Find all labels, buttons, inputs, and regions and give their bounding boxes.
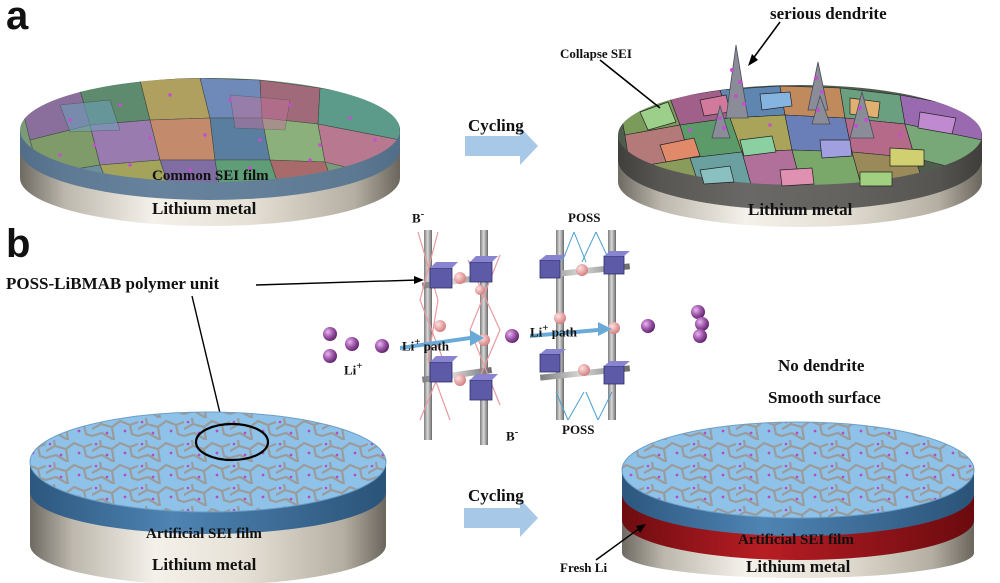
panel-b-right-lithium-label: Lithium metal (746, 557, 851, 576)
serious-dendrite-label: serious dendrite (770, 4, 887, 23)
panel-b-left-sei-label: Artificial SEI film (146, 526, 262, 542)
polymer-unit-label: POSS-LiBMAB polymer unit (6, 274, 220, 293)
panel-b-right-sei-label: Artificial SEI film (738, 532, 854, 548)
poss-label-top: POSS (568, 210, 601, 225)
smooth-surface-label: Smooth surface (768, 388, 881, 407)
b-minus-label-top: B- (412, 208, 425, 226)
panel-b-left-disk (29, 411, 387, 583)
li-ion-label: Li+ (344, 360, 363, 378)
b-minus-label-bottom: B- (506, 426, 519, 444)
panel-b-cycling-arrow (464, 499, 538, 537)
poss-label-bottom: POSS (562, 422, 595, 437)
li-path-label-right: Li+ path (530, 322, 578, 340)
panel-b-letter: b (6, 222, 31, 266)
panel-b-cycling-label: Cycling (468, 486, 524, 505)
fresh-li-label: Fresh Li (560, 560, 608, 575)
panel-b-right-disk (595, 421, 975, 578)
panel-a-right-disk (599, 21, 982, 227)
panel-a-left-lithium-label: Lithium metal (152, 199, 257, 218)
li-path-label-left: Li+ path (402, 336, 450, 354)
panel-a-letter: a (6, 0, 29, 38)
panel-a-cycling-label: Cycling (468, 116, 524, 135)
common-sei-film-label: Common SEI film (152, 168, 269, 184)
panel-a-left-disk (20, 78, 400, 226)
panel-a-cycling-arrow (465, 127, 538, 165)
no-dendrite-label: No dendrite (778, 356, 865, 375)
panel-a-right-lithium-label: Lithium metal (748, 200, 853, 219)
polymer-unit-schematic (191, 230, 709, 445)
collapse-sei-label: Collapse SEI (560, 46, 632, 61)
panel-b-left-lithium-label: Lithium metal (152, 555, 257, 574)
